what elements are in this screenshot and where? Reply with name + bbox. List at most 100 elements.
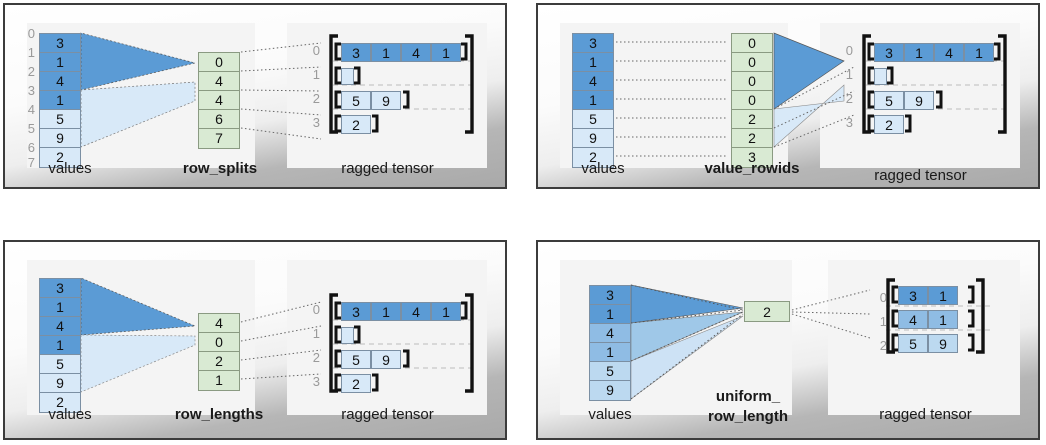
value-cell: 1 xyxy=(40,298,80,317)
ragged-cell: 2 xyxy=(341,374,371,393)
values-caption: values xyxy=(48,406,92,423)
value-cell: 5 xyxy=(40,355,80,374)
value-cell: 4 xyxy=(573,72,613,91)
encoding-cell: 4 xyxy=(199,91,239,110)
encoding-cell: 0 xyxy=(199,333,239,352)
ragged-row-index: 0 xyxy=(312,43,320,58)
value-cell: 9 xyxy=(40,374,80,393)
value-cell: 1 xyxy=(573,91,613,110)
value-cell: 2 xyxy=(573,148,613,167)
encoding-cell: 0 xyxy=(732,72,772,91)
encoding-cell: 4 xyxy=(199,314,239,333)
ragged-row-index: 0 xyxy=(845,43,853,58)
value-index: 7 xyxy=(27,155,35,170)
ragged-row-index: 1 xyxy=(312,67,320,82)
ragged-cell: 5 xyxy=(341,350,371,369)
ragged-row-index: 2 xyxy=(879,338,887,353)
value-cell: 2 xyxy=(40,393,80,412)
value-cell: 9 xyxy=(590,381,630,400)
value-cell: 5 xyxy=(573,110,613,129)
ragged-row-index: 1 xyxy=(879,314,887,329)
encoding-cell: 7 xyxy=(199,129,239,148)
value-cell: 9 xyxy=(40,129,80,148)
ragged-empty-row-marker xyxy=(341,68,354,85)
encoding-cell: 0 xyxy=(732,91,772,110)
ragged-cell: 3 xyxy=(898,286,928,305)
ragged-caption: ragged tensor xyxy=(341,160,434,177)
ragged-cell: 4 xyxy=(401,302,431,321)
encoding-cell: 4 xyxy=(199,72,239,91)
ragged-cell: 1 xyxy=(371,43,401,62)
ragged-cell: 3 xyxy=(874,43,904,62)
ragged-row-index: 2 xyxy=(312,350,320,365)
encoding-caption: value_rowids xyxy=(704,160,800,177)
value-cell: 3 xyxy=(40,279,80,298)
ragged-row-index: 2 xyxy=(312,91,320,106)
value-index: 0 xyxy=(27,26,35,41)
value-cell: 4 xyxy=(40,317,80,336)
value-index: 2 xyxy=(27,64,35,79)
ragged-caption: ragged tensor xyxy=(874,167,967,184)
ragged-cell: 2 xyxy=(874,115,904,134)
panel-row-lengths: 3 1 4 1 5 9 2 4 0 2 1 0 1 2 3 3 1 4 1 5 … xyxy=(3,240,507,440)
uniform-row-length-box: 2 xyxy=(744,301,790,322)
value-cell: 4 xyxy=(40,72,80,91)
encoding-cell: 0 xyxy=(199,53,239,72)
value-cell: 1 xyxy=(40,336,80,355)
encoding-column-value-rowids: 0 0 0 0 2 2 3 xyxy=(731,33,773,168)
panel-row-splits: 3 1 4 1 5 9 2 0 1 2 3 4 5 6 7 0 4 4 6 7 … xyxy=(3,3,507,189)
ragged-cell: 5 xyxy=(874,91,904,110)
ragged-cell: 4 xyxy=(898,310,928,329)
panel-value-rowids: 3 1 4 1 5 9 2 0 0 0 0 2 2 3 0 1 2 3 3 1 … xyxy=(536,3,1040,189)
values-column-row-splits: 3 1 4 1 5 9 2 xyxy=(39,33,81,168)
ragged-row-index: 1 xyxy=(312,326,320,341)
value-index: 3 xyxy=(27,83,35,98)
ragged-caption: ragged tensor xyxy=(341,406,434,423)
ragged-empty-row-marker xyxy=(341,327,354,344)
value-cell: 3 xyxy=(573,34,613,53)
values-column-uniform-row-length: 3 1 4 1 5 9 xyxy=(589,285,631,401)
ragged-cell: 4 xyxy=(401,43,431,62)
value-cell: 4 xyxy=(590,324,630,343)
value-index: 6 xyxy=(27,140,35,155)
value-index: 1 xyxy=(27,45,35,60)
ragged-row-index: 0 xyxy=(879,290,887,305)
ragged-cell: 5 xyxy=(898,334,928,353)
ragged-empty-row-marker xyxy=(874,68,887,85)
ragged-cell: 5 xyxy=(341,91,371,110)
ragged-cell: 9 xyxy=(928,334,958,353)
values-column-row-lengths: 3 1 4 1 5 9 2 xyxy=(39,278,81,413)
encoding-caption: uniform_ row_length xyxy=(707,388,788,425)
ragged-cell: 9 xyxy=(904,91,934,110)
ragged-row-index: 3 xyxy=(845,115,853,130)
value-cell: 1 xyxy=(590,343,630,362)
ragged-cell: 3 xyxy=(341,302,371,321)
value-cell: 1 xyxy=(590,305,630,324)
encoding-cell: 2 xyxy=(732,129,772,148)
panel-uniform-row-length: 3 1 4 1 5 9 2 0 1 2 3 1 4 1 5 9 values u… xyxy=(536,240,1040,440)
encoding-cell: 0 xyxy=(732,53,772,72)
ragged-cell: 1 xyxy=(431,302,461,321)
value-cell: 3 xyxy=(590,286,630,305)
value-cell: 5 xyxy=(40,110,80,129)
encoding-cell: 1 xyxy=(199,371,239,390)
ragged-cell: 1 xyxy=(928,310,958,329)
ragged-cell: 1 xyxy=(904,43,934,62)
ragged-row-index: 1 xyxy=(845,67,853,82)
encoding-cell: 0 xyxy=(732,34,772,53)
ragged-cell: 1 xyxy=(371,302,401,321)
ragged-cell: 9 xyxy=(371,91,401,110)
encoding-column-row-lengths: 4 0 2 1 xyxy=(198,313,240,391)
value-cell: 2 xyxy=(40,148,80,167)
values-column-value-rowids: 3 1 4 1 5 9 2 xyxy=(572,33,614,168)
ragged-cell: 1 xyxy=(928,286,958,305)
ragged-row-index: 0 xyxy=(312,302,320,317)
ragged-cell: 2 xyxy=(341,115,371,134)
ragged-caption: ragged tensor xyxy=(879,406,972,423)
ragged-row-index: 2 xyxy=(845,91,853,106)
ragged-cell: 1 xyxy=(964,43,994,62)
encoding-cell: 2 xyxy=(199,352,239,371)
encoding-caption: row_lengths xyxy=(174,406,264,423)
value-cell: 3 xyxy=(40,34,80,53)
